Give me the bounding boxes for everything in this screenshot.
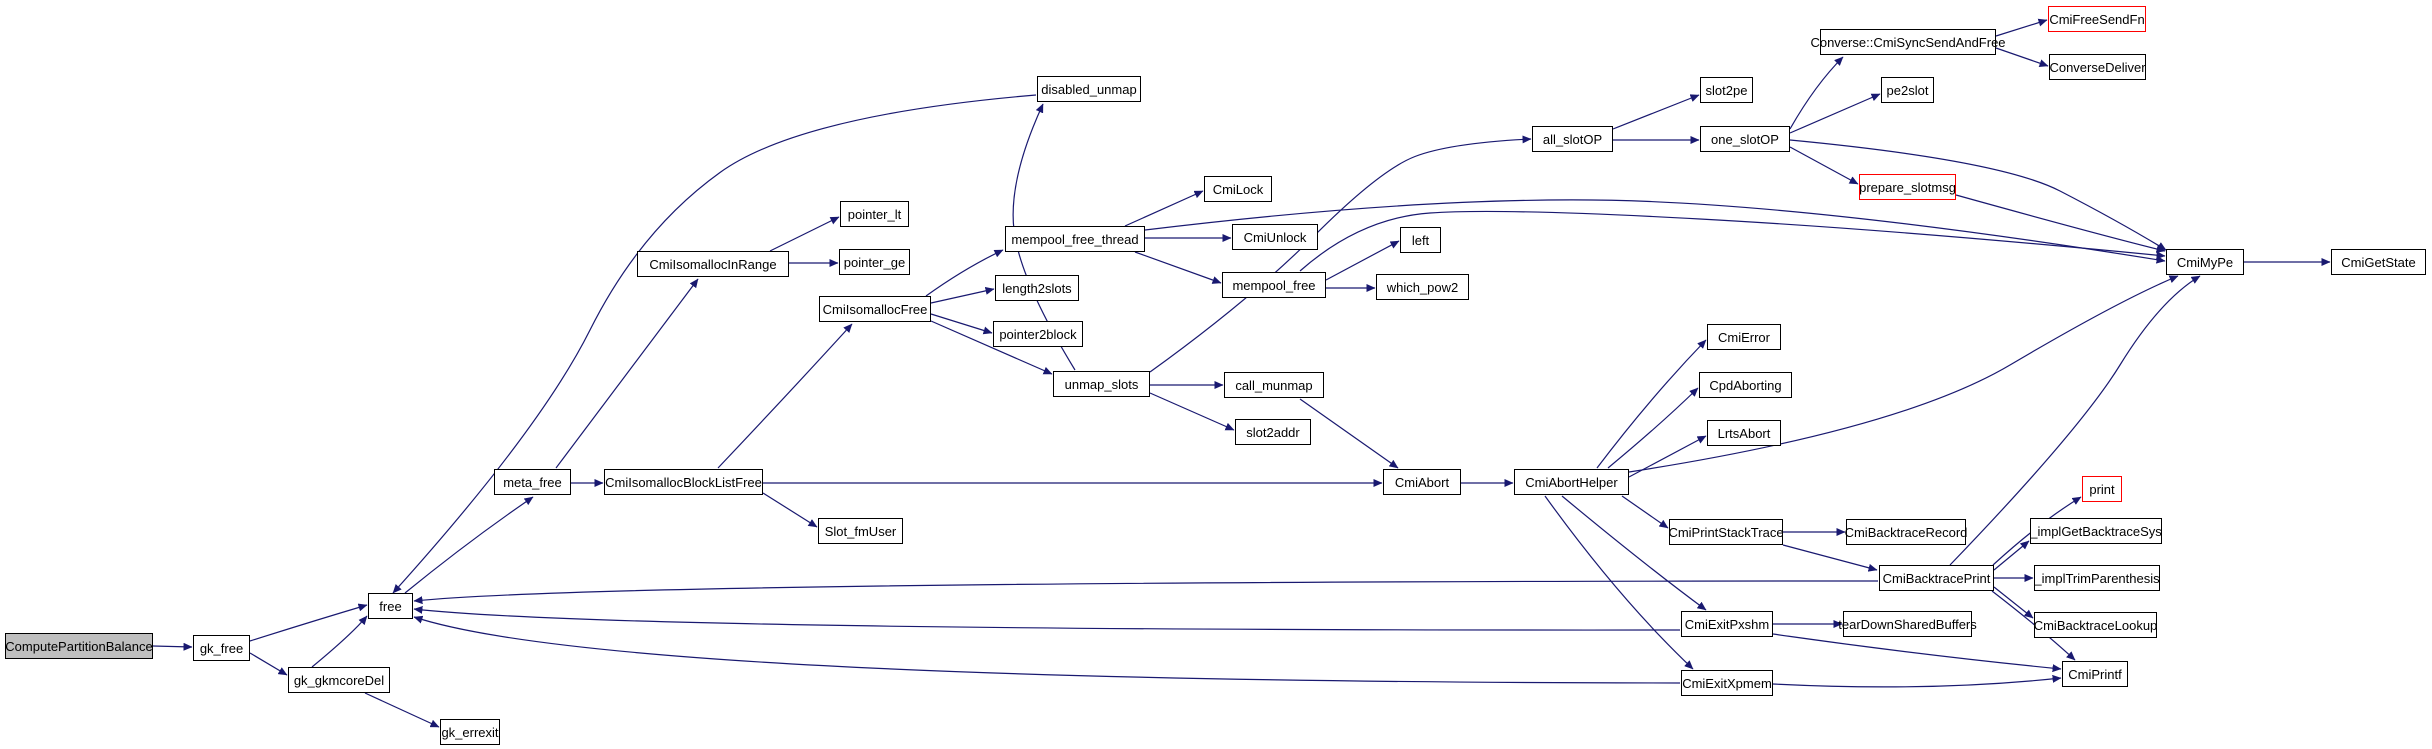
node-implTrimParenthesis[interactable]: _implTrimParenthesis [2034, 565, 2160, 591]
node-ConverseDeliver[interactable]: ConverseDeliver [2049, 54, 2146, 80]
node-CmiIsomallocFree[interactable]: CmiIsomallocFree [819, 296, 931, 322]
edge-CmiIsomallocInRange-to-pointer_lt [769, 216, 840, 252]
edge-CmiBacktracePrint-to-implGetBacktraceSys [1993, 540, 2030, 571]
node-tearDownSharedBuffers[interactable]: tearDownSharedBuffers [1838, 611, 1977, 637]
node-left[interactable]: left [1400, 227, 1441, 253]
node-gk_free[interactable]: gk_free [193, 635, 250, 661]
edge-mempool_free_thread-to-CmiMyPe [1144, 199, 2166, 264]
node-disabled_unmap[interactable]: disabled_unmap [1037, 76, 1141, 102]
node-CmiPrintf[interactable]: CmiPrintf [2062, 661, 2128, 687]
node-LrtsAbort[interactable]: LrtsAbort [1707, 420, 1781, 446]
node-mempool_free[interactable]: mempool_free [1222, 272, 1326, 298]
node-slot2addr[interactable]: slot2addr [1235, 419, 1311, 445]
node-mempool_free_thread[interactable]: mempool_free_thread [1005, 226, 1145, 252]
edge-CmiBacktracePrint-to-CmiBacktraceLookup [1993, 586, 2034, 619]
node-free[interactable]: free [368, 593, 413, 619]
edge-CmiBacktracePrint-to-CmiMyPe [1949, 275, 2201, 566]
node-which_pow2[interactable]: which_pow2 [1376, 274, 1469, 300]
edge-CmiExitXpmem-to-CmiPrintf [1772, 674, 2062, 688]
edge-CmiAbortHelper-to-CmiMyPe [1628, 275, 2179, 473]
node-CmiSyncSendAndFree[interactable]: Converse::CmiSyncSendAndFree [1810, 29, 2006, 55]
edge-CmiSyncSendAndFree-to-CmiFreeSendFn [1995, 18, 2048, 37]
node-CmiUnlock[interactable]: CmiUnlock [1232, 224, 1318, 250]
edge-ComputePartitionBalance-to-gk_free [152, 642, 193, 651]
node-pe2slot[interactable]: pe2slot [1881, 77, 1934, 103]
node-unmap_slots[interactable]: unmap_slots [1053, 371, 1150, 397]
edge-CmiAbortHelper-to-CpdAborting [1607, 387, 1699, 469]
edge-CmiExitPxshm-to-free [413, 605, 1681, 631]
node-CmiLock[interactable]: CmiLock [1204, 176, 1272, 202]
node-length2slots[interactable]: length2slots [995, 275, 1079, 301]
edge-gk_free-to-gk_gkmcoreDel [249, 652, 288, 676]
edge-one_slotOP-to-CmiMyPe [1789, 139, 2167, 251]
edge-one_slotOP-to-CmiSyncSendAndFree [1789, 56, 1844, 130]
edge-unmap_slots-to-all_slotOP [1149, 135, 1532, 373]
edge-CmiIsomallocFree-to-unmap_slots [930, 320, 1053, 375]
node-CmiFreeSendFn[interactable]: CmiFreeSendFn [2048, 6, 2146, 32]
node-CmiGetState[interactable]: CmiGetState [2331, 249, 2426, 275]
node-CmiMyPe[interactable]: CmiMyPe [2166, 249, 2244, 275]
edge-prepare_slotmsg-to-CmiMyPe [1955, 194, 2166, 253]
edge-mempool_free_thread-to-CmiLock [1124, 190, 1204, 227]
node-print[interactable]: print [2082, 476, 2122, 502]
node-all_slotOP[interactable]: all_slotOP [1532, 126, 1613, 152]
edge-CmiAbortHelper-to-CmiExitPxshm [1561, 495, 1707, 611]
node-CmiAbort[interactable]: CmiAbort [1383, 469, 1461, 495]
edge-CmiIsomallocFree-to-length2slots [930, 286, 995, 304]
edge-CmiIsomallocBlockListFree-to-CmiIsomallocFree [717, 323, 853, 469]
node-CmiAbortHelper[interactable]: CmiAbortHelper [1514, 469, 1629, 495]
node-gk_gkmcoreDel[interactable]: gk_gkmcoreDel [288, 667, 390, 693]
node-CmiExitPxshm[interactable]: CmiExitPxshm [1681, 611, 1773, 637]
edge-mempool_free-to-CmiMyPe [1299, 210, 2166, 272]
node-implGetBacktraceSys[interactable]: _implGetBacktraceSys [2030, 518, 2162, 544]
edge-CmiAbortHelper-to-CmiExitXpmem [1544, 495, 1694, 670]
node-prepare_slotmsg[interactable]: prepare_slotmsg [1859, 174, 1956, 200]
edge-free-to-meta_free [404, 496, 534, 594]
edge-CmiIsomallocFree-to-mempool_free_thread [925, 249, 1004, 297]
node-pointer2block[interactable]: pointer2block [993, 321, 1083, 347]
edge-all_slotOP-to-slot2pe [1612, 94, 1700, 130]
node-call_munmap[interactable]: call_munmap [1224, 372, 1324, 398]
edge-disabled_unmap-to-free [392, 94, 1037, 594]
node-ComputePartitionBalance: ComputePartitionBalance [5, 633, 153, 659]
edge-call_munmap-to-CmiAbort [1299, 398, 1399, 469]
node-CmiIsomallocBlockListFree[interactable]: CmiIsomallocBlockListFree [604, 469, 763, 495]
node-CmiBacktraceRecord[interactable]: CmiBacktraceRecord [1845, 519, 1967, 545]
edge-CmiExitXpmem-to-free [413, 615, 1681, 684]
node-pointer_lt[interactable]: pointer_lt [840, 201, 909, 227]
edge-CmiIsomallocFree-to-pointer2block [930, 313, 993, 335]
edge-gk_gkmcoreDel-to-gk_errexit [364, 692, 440, 728]
edge-CmiAbortHelper-to-CmiError [1596, 339, 1707, 469]
edge-unmap_slots-to-slot2addr [1149, 392, 1235, 431]
node-meta_free[interactable]: meta_free [494, 469, 571, 495]
edge-CmiBacktracePrint-to-free [413, 580, 1879, 605]
node-CmiPrintStackTrace[interactable]: CmiPrintStackTrace [1668, 519, 1784, 545]
edge-CmiAbortHelper-to-CmiPrintStackTrace [1621, 495, 1669, 529]
node-one_slotOP[interactable]: one_slotOP [1700, 126, 1790, 152]
node-CpdAborting[interactable]: CpdAborting [1699, 372, 1792, 398]
edge-CmiExitPxshm-to-CmiPrintf [1772, 633, 2062, 673]
edge-meta_free-to-CmiIsomallocInRange [555, 278, 699, 469]
node-CmiExitXpmem[interactable]: CmiExitXpmem [1681, 670, 1773, 696]
edge-one_slotOP-to-pe2slot [1789, 93, 1881, 134]
edge-gk_free-to-free [249, 603, 368, 642]
node-gk_errexit[interactable]: gk_errexit [440, 719, 500, 745]
edge-CmiPrintStackTrace-to-CmiBacktracePrint [1782, 544, 1878, 572]
node-CmiBacktracePrint[interactable]: CmiBacktracePrint [1879, 565, 1994, 591]
edge-one_slotOP-to-prepare_slotmsg [1789, 146, 1859, 185]
edge-CmiIsomallocBlockListFree-to-Slot_fmUser [762, 492, 818, 528]
edge-gk_gkmcoreDel-to-free [311, 615, 368, 668]
node-Slot_fmUser[interactable]: Slot_fmUser [818, 518, 903, 544]
edge-CmiSyncSendAndFree-to-ConverseDeliver [1995, 47, 2049, 67]
node-CmiError[interactable]: CmiError [1707, 324, 1781, 350]
node-CmiBacktraceLookup[interactable]: CmiBacktraceLookup [2034, 612, 2157, 638]
node-pointer_ge[interactable]: pointer_ge [839, 249, 910, 275]
node-slot2pe[interactable]: slot2pe [1700, 77, 1753, 103]
edge-mempool_free_thread-to-mempool_free [1134, 251, 1222, 284]
node-CmiIsomallocInRange[interactable]: CmiIsomallocInRange [637, 251, 789, 277]
edge-mempool_free-to-left [1325, 240, 1400, 281]
edge-CmiAbortHelper-to-LrtsAbort [1628, 435, 1707, 478]
